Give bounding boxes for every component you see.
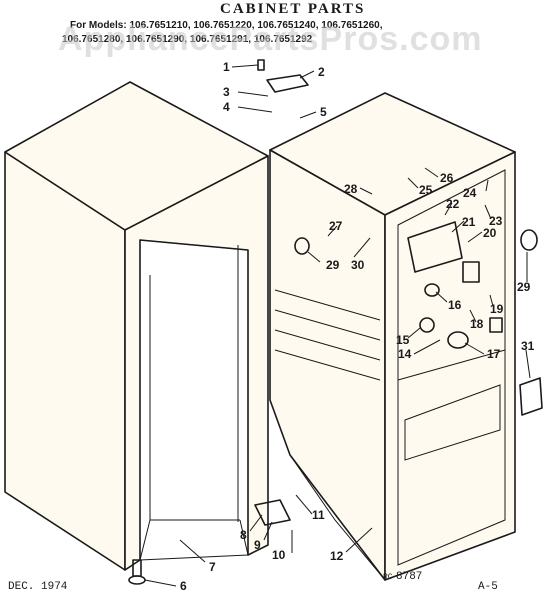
page-label: A-5 <box>478 581 498 593</box>
callout-25: 25 <box>419 183 433 197</box>
inner-liner <box>269 92 516 581</box>
thermostat-housing <box>407 221 480 283</box>
callout-31: 31 <box>521 339 535 353</box>
bumper-29-left <box>294 237 310 255</box>
light-socket <box>424 283 440 297</box>
date-label: DEC. 1974 <box>8 581 68 593</box>
callout-6: 6 <box>180 579 187 593</box>
model-list-line-1: For Models: 106.7651210, 106.7651220, 10… <box>70 20 383 31</box>
callout-26: 26 <box>440 171 454 185</box>
bumper-29-right <box>520 229 538 251</box>
callout-28: 28 <box>344 182 358 196</box>
callout-11: 11 <box>312 508 325 522</box>
callout-10: 10 <box>272 548 286 562</box>
callout-16: 16 <box>448 298 462 312</box>
callout-19: 19 <box>490 302 504 316</box>
light-bulb <box>419 317 435 333</box>
callout-18: 18 <box>470 317 484 331</box>
callout-14: 14 <box>398 347 412 361</box>
hinge-bracket-top <box>257 59 309 93</box>
callout-15: 15 <box>396 333 410 347</box>
code-prefix: RC <box>383 573 393 582</box>
callout-1: 1 <box>223 60 230 74</box>
diagram-title: CABINET PARTS <box>220 1 365 17</box>
hinge-bracket-bottom <box>254 499 291 526</box>
callout-leader-lines <box>144 64 531 587</box>
drawing-code: 8787 <box>396 571 422 583</box>
callout-27: 27 <box>329 219 343 233</box>
callout-20: 20 <box>483 226 497 240</box>
callout-12: 12 <box>330 549 344 563</box>
callout-4: 4 <box>223 100 230 114</box>
callout-24: 24 <box>463 186 477 200</box>
callout-23: 23 <box>489 214 503 228</box>
callout-30: 30 <box>351 258 365 272</box>
cover-plate-31 <box>519 377 543 416</box>
callout-29-right: 29 <box>517 280 531 294</box>
callout-2: 2 <box>318 65 325 79</box>
callout-3: 3 <box>223 85 230 99</box>
callout-29-left: 29 <box>326 258 340 272</box>
model-list-line-2: 106.7651280, 106.7651290, 106.7651291, 1… <box>62 34 313 45</box>
callout-9: 9 <box>254 538 261 552</box>
callout-22: 22 <box>446 197 460 211</box>
watermark-text: AppliancePartsPros.com <box>58 20 482 58</box>
outer-cabinet-shell <box>4 81 269 571</box>
switch-assembly <box>447 317 503 349</box>
callout-5: 5 <box>320 105 327 119</box>
callout-21: 21 <box>462 215 476 229</box>
callout-17: 17 <box>487 347 501 361</box>
callout-7: 7 <box>209 560 216 574</box>
callout-8: 8 <box>240 528 247 542</box>
